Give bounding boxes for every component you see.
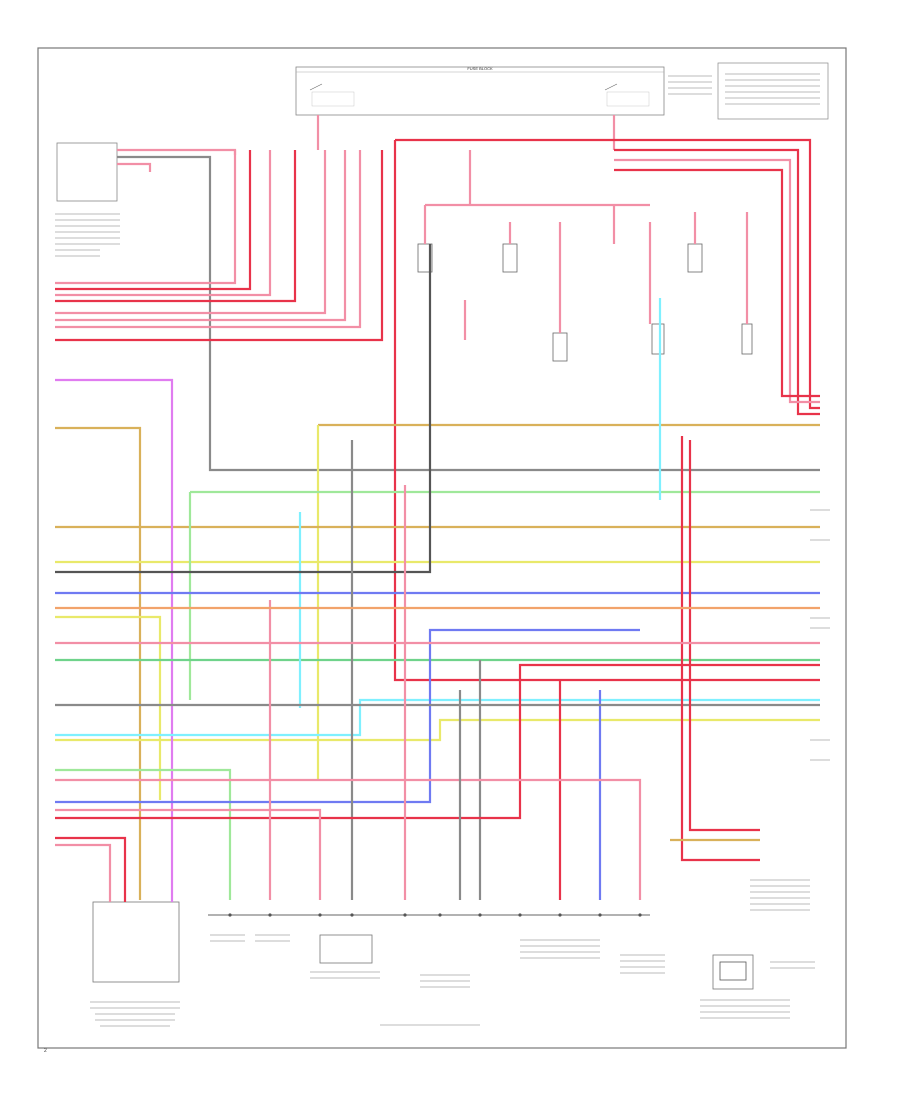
wire-pink-low5 [55,808,322,900]
wire-yellow-6 [55,615,162,800]
page-number: 2 [44,1048,47,1054]
fuse-block-top: FUSE BLOCK [295,66,665,116]
wire-pink-lc3 [117,162,152,172]
switch-box-left [92,901,180,983]
relay-4 [552,332,568,362]
wire-pink-right3 [614,158,820,404]
wire-red-low4 [680,436,760,862]
bottom-components [92,901,754,990]
wire-pink-h7 [55,150,362,329]
wire-pink-h1 [55,150,237,285]
wire-red-h8 [55,150,384,342]
wire-darkgray-1 [55,244,432,574]
wire-pink-low8 [55,778,642,900]
wire-pink-h3 [55,150,272,297]
wire-pink-low10 [55,843,112,902]
wire-pink-lc1 [117,148,237,155]
wire-red-low1 [55,663,820,820]
diagram-border [37,47,847,1049]
wire-red-low3 [688,440,760,832]
wire-pink-h6 [55,150,347,322]
wire-cyan-1 [55,698,820,737]
wire-red-loop [393,140,820,682]
wire-red-h4 [55,150,297,303]
wire-pink-h5 [55,150,327,315]
wire-red-right4 [614,168,820,398]
relay-5 [651,323,665,355]
relay-3 [687,243,703,273]
relay-6 [741,323,753,355]
wire-magenta [55,378,174,902]
wires [55,115,820,902]
note-box-top-right-lines [725,73,820,105]
wire-yellow-7 [55,718,820,742]
sensor-box-center [319,934,373,964]
wire-red-main-right [395,138,820,410]
wire-green-4 [55,768,232,900]
left-connector-box [56,142,118,202]
fuse-block-title: FUSE BLOCK [467,66,493,71]
wire-tan-1 [55,426,142,900]
wire-blue-2 [55,628,640,804]
wire-red-low11 [55,836,127,902]
note-box-top-right [717,62,829,120]
left-label-lines [55,213,120,257]
wire-red-h2 [55,150,252,291]
relay-2 [502,243,518,273]
bottom-pins [228,913,642,917]
sensor-box-right [712,954,754,990]
wire-red-main-right2 [614,148,820,416]
fuse-block-top-note-lines [668,75,712,95]
relay-boxes [417,243,753,362]
wire-labels [90,509,830,1027]
